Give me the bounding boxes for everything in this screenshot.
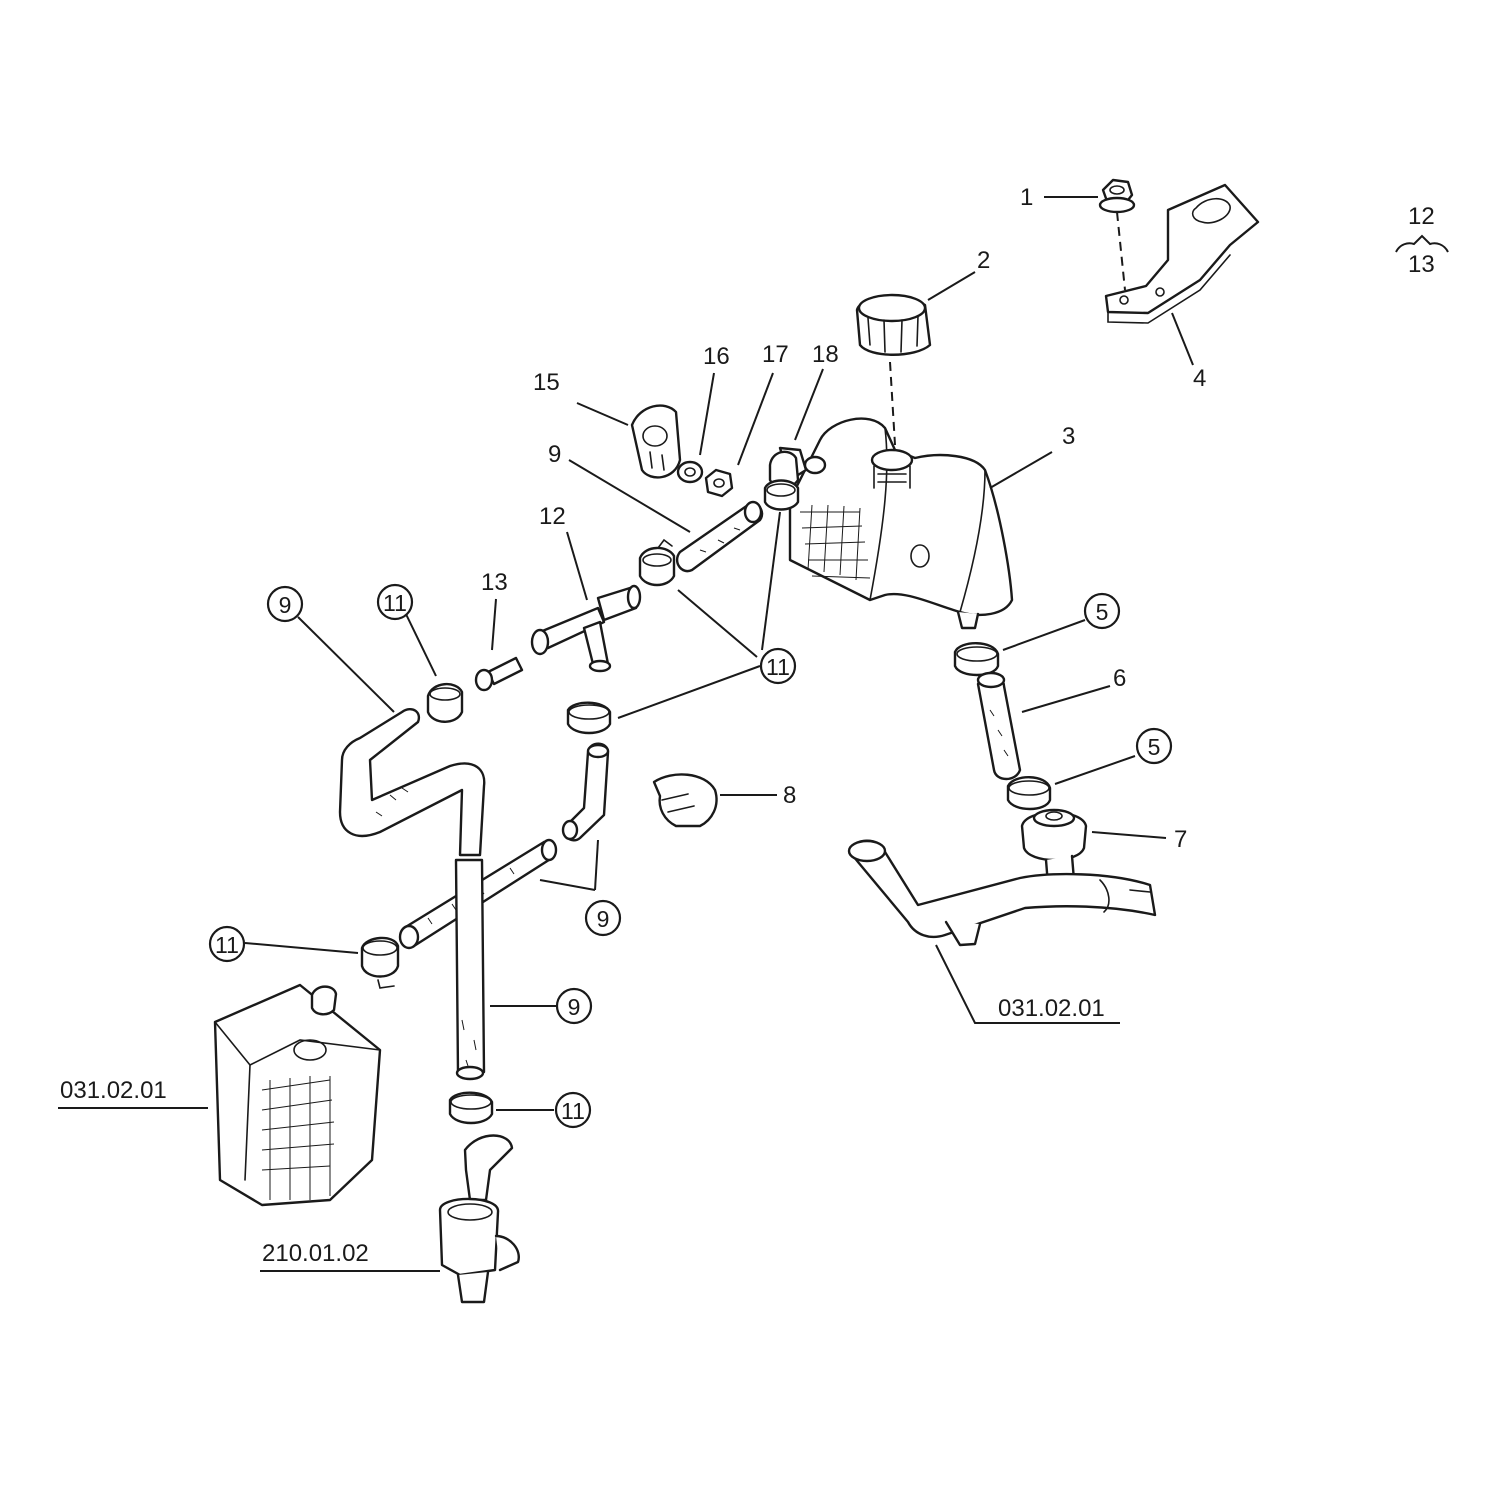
- label-16: 16: [703, 343, 730, 370]
- part-9-hose-vertical: [454, 858, 486, 1081]
- engine-pipe-right: [847, 839, 1157, 947]
- label-9-mid: 9: [597, 906, 610, 932]
- label-15: 15: [533, 369, 560, 396]
- part-12-tee: [530, 584, 642, 673]
- label-9-low: 9: [568, 994, 581, 1020]
- label-11-center: 11: [766, 654, 790, 680]
- callout-circle-5b: [1135, 727, 1173, 765]
- label-variant-bottom: 13: [1408, 251, 1435, 278]
- label-11-left: 11: [215, 932, 239, 958]
- label-2: 2: [977, 247, 990, 274]
- callout-circle-11-center: [759, 647, 797, 685]
- callout-circle-9-left: [266, 585, 304, 623]
- axis-nut-bracket: [1116, 211, 1126, 291]
- part-6-short-hose: [976, 671, 1022, 781]
- part-2-cap: [855, 293, 932, 356]
- label-12: 12: [539, 503, 566, 530]
- label-3: 3: [1062, 423, 1075, 450]
- part-15-sensor: [630, 404, 682, 479]
- water-pump-bottom: [438, 1134, 520, 1304]
- part-11-clamp-center: [566, 701, 612, 735]
- part-4-bracket: [1104, 183, 1260, 324]
- part-5-clamp-lower: [1006, 776, 1052, 811]
- callout-circle-11-upper-left: [376, 583, 414, 621]
- label-5a: 5: [1096, 599, 1109, 625]
- part-3-expansion-tank: [778, 417, 1014, 630]
- label-variant-top: 12: [1408, 203, 1435, 230]
- part-9-hose-top: [675, 500, 764, 573]
- label-11-bottom: 11: [561, 1098, 585, 1124]
- reference-right: 031.02.01: [998, 995, 1105, 1022]
- callout-circle-9-mid: [584, 899, 622, 937]
- label-5b: 5: [1148, 734, 1161, 760]
- label-4: 4: [1193, 365, 1206, 392]
- part-1-nut: [1098, 178, 1136, 214]
- callout-circle-11-bottom: [554, 1091, 592, 1129]
- label-9-top: 9: [548, 441, 561, 468]
- part-17-nut: [704, 468, 734, 498]
- reference-bottom: 210.01.02: [262, 1240, 369, 1267]
- reference-left: 031.02.01: [60, 1077, 167, 1104]
- leader-lines: [58, 196, 1449, 1272]
- label-18: 18: [812, 341, 839, 368]
- label-8: 8: [783, 782, 796, 809]
- callout-circle-11-left: [208, 925, 246, 963]
- part-13-screw: [474, 656, 524, 692]
- part-8-strap: [652, 773, 718, 828]
- part-11-clamp-tank: [763, 479, 800, 511]
- label-7: 7: [1174, 826, 1187, 853]
- callout-circle-5a: [1083, 592, 1121, 630]
- callout-circle-9-low: [555, 987, 593, 1025]
- label-texts: 1 2 3 4 6 7 8 9 12 13 15 16 17 18 5 5 9 …: [60, 184, 1435, 1267]
- circled-labels: [208, 583, 1173, 1129]
- part-9-hose-center-elbow: [561, 742, 610, 842]
- part-5-clamp-upper: [953, 642, 1000, 677]
- part-11-clamp-bottom: [448, 1091, 494, 1125]
- part-11-clamp-upper-left: [426, 683, 464, 723]
- label-6: 6: [1113, 665, 1126, 692]
- label-9-left: 9: [279, 592, 292, 618]
- label-11-a: 11: [383, 590, 407, 616]
- radiator-left: [213, 983, 382, 1207]
- part-11-clamp-left: [360, 936, 400, 989]
- label-1: 1: [1020, 184, 1033, 211]
- label-13: 13: [481, 569, 508, 596]
- part-16-washer: [676, 460, 704, 484]
- label-17: 17: [762, 341, 789, 368]
- part-11-clamp-9: [638, 538, 676, 587]
- part-9-hose-left-formed: [338, 708, 486, 857]
- axis-cap-tank: [889, 361, 896, 446]
